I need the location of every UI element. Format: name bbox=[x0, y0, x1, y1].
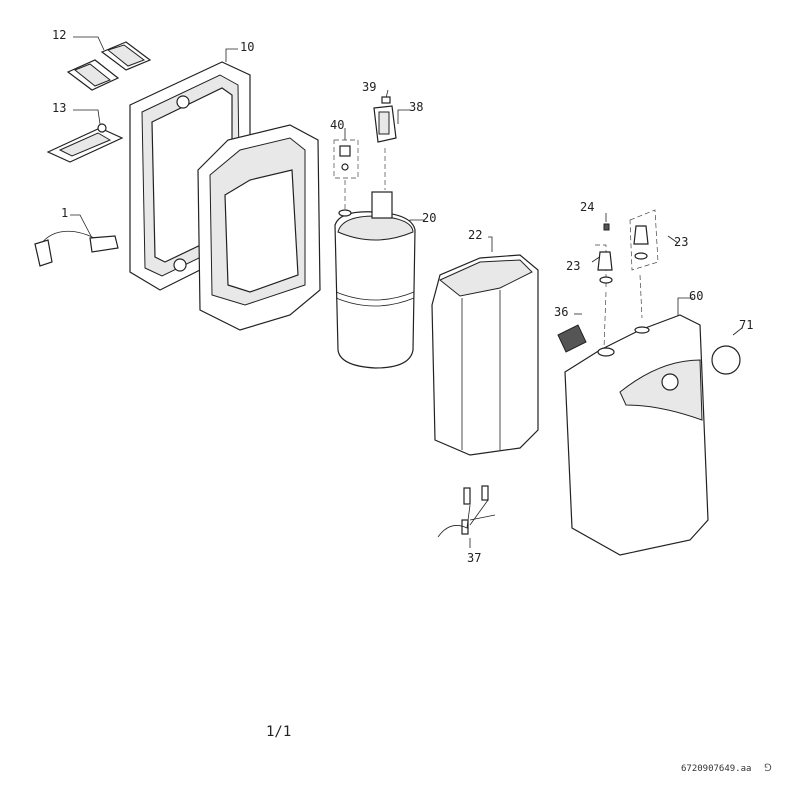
part-12-clips bbox=[66, 41, 152, 91]
label-part-60: 60 bbox=[689, 289, 704, 303]
part-60-front-cover bbox=[564, 314, 709, 556]
part-22-inner-cover bbox=[431, 254, 539, 456]
label-part-24: 24 bbox=[580, 200, 595, 214]
part-insulation-shell bbox=[197, 124, 321, 331]
part-71-cap bbox=[711, 345, 741, 375]
label-part-12: 12 bbox=[52, 28, 67, 42]
label-part-71: 71 bbox=[739, 318, 754, 332]
part-38-39-fitting bbox=[373, 96, 397, 143]
label-part-22: 22 bbox=[468, 228, 483, 242]
part-36-module bbox=[557, 324, 587, 353]
part-20-tank bbox=[334, 191, 416, 369]
label-part-38: 38 bbox=[409, 100, 424, 114]
part-23-24-fittings bbox=[597, 223, 649, 284]
label-part-1: 1 bbox=[61, 206, 69, 220]
label-part-36: 36 bbox=[554, 305, 569, 319]
label-part-13: 13 bbox=[52, 101, 67, 115]
label-part-10: 10 bbox=[240, 40, 255, 54]
part-1-power-cable bbox=[34, 230, 119, 267]
label-part-37: 37 bbox=[467, 551, 482, 565]
label-part-39: 39 bbox=[362, 80, 377, 94]
document-id: 6720907649.aa bbox=[681, 764, 752, 774]
part-37-sensor-wires bbox=[437, 485, 496, 538]
label-part-40: 40 bbox=[330, 118, 345, 132]
label-part-20: 20 bbox=[422, 211, 437, 225]
corner-mark: ⅁ bbox=[764, 763, 772, 774]
label-part-23-right: 23 bbox=[674, 235, 689, 249]
label-part-23-left: 23 bbox=[566, 259, 581, 273]
part-13-bracket bbox=[46, 123, 124, 163]
leader-lines bbox=[70, 36, 743, 548]
part-40-sensor bbox=[339, 145, 351, 171]
page-number: 1/1 bbox=[266, 724, 292, 740]
